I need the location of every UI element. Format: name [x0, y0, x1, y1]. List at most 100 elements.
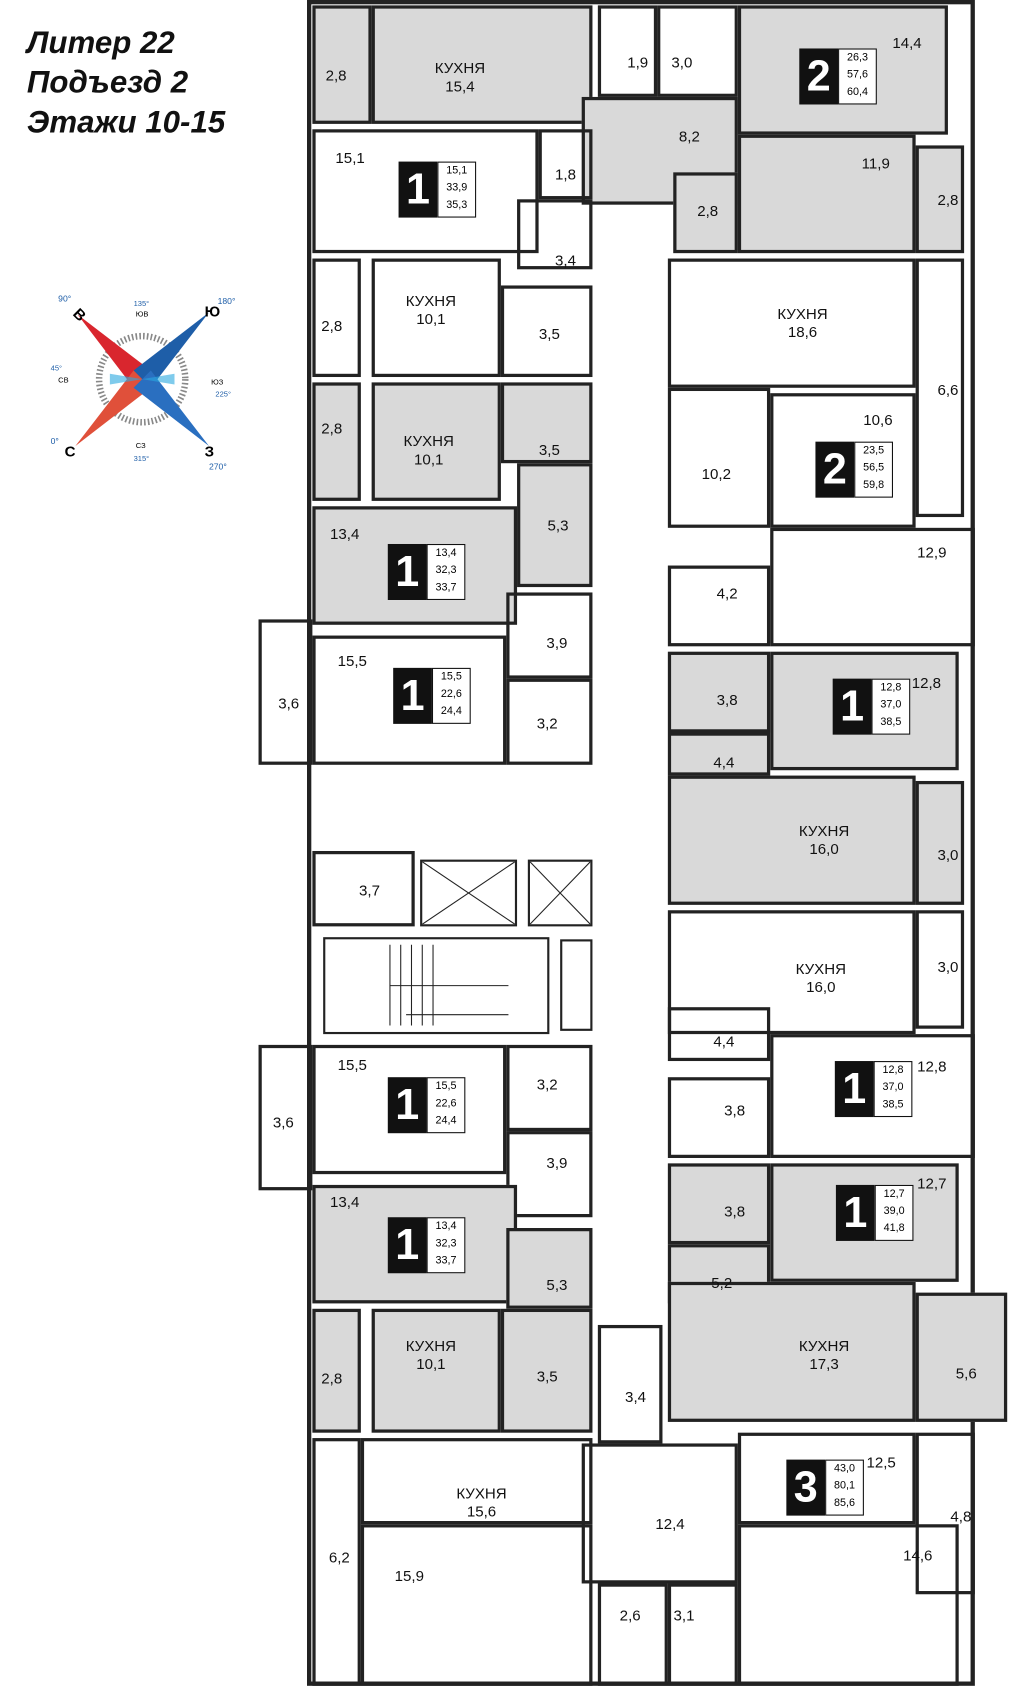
- room: [667, 910, 916, 1035]
- apartment-room-count: 1: [387, 1217, 427, 1274]
- room-area: 2,8: [937, 191, 959, 209]
- room-label: 6,2: [329, 1548, 350, 1566]
- room: [506, 592, 593, 679]
- room-area: 15,1: [335, 149, 365, 167]
- room: [597, 1583, 668, 1686]
- room: [506, 1044, 593, 1132]
- room-area: 4,4: [713, 753, 735, 771]
- room: [770, 1034, 975, 1158]
- apartment-area-value: 22,6: [435, 1097, 457, 1110]
- room: [915, 145, 965, 254]
- room-area: 3,0: [937, 846, 959, 864]
- room-label: 11,9: [862, 155, 890, 173]
- apartment-area-value: 23,5: [863, 444, 885, 457]
- room-label: 2,6: [620, 1607, 641, 1625]
- room-area: 15,5: [337, 652, 367, 670]
- room-label: 3,4: [625, 1388, 646, 1406]
- room-label: 13,4: [330, 1193, 359, 1211]
- room: [770, 393, 916, 528]
- room: [915, 258, 965, 518]
- room-label: 8,2: [679, 128, 700, 146]
- room: [371, 258, 501, 378]
- room-area: 5,3: [546, 1275, 568, 1294]
- room-area: 12,7: [917, 1174, 947, 1192]
- room: [673, 172, 738, 254]
- room-label: 3,5: [537, 1368, 558, 1386]
- compass-minor: СВ: [58, 375, 68, 384]
- room-label: 4,8: [950, 1508, 971, 1526]
- room-label: 2,8: [321, 1370, 342, 1388]
- apartment-area-value: 15,1: [446, 164, 468, 177]
- room: [360, 1524, 593, 1686]
- room-area: 5,6: [955, 1364, 977, 1382]
- apartment-area-value: 26,3: [846, 51, 868, 64]
- apartment-area-value: 33,9: [446, 182, 468, 194]
- room-area: 17,3: [809, 1355, 839, 1373]
- room: [667, 1583, 738, 1686]
- apartment-area-value: 24,4: [435, 1114, 457, 1127]
- room-area: 6,2: [328, 1548, 350, 1566]
- room: [915, 1432, 975, 1595]
- room-label: 6,6: [937, 381, 958, 399]
- room: [312, 129, 539, 254]
- apartment-areas: 15,1 33,9 35,3: [437, 161, 477, 218]
- room: [312, 1044, 507, 1175]
- room-area: 3,1: [673, 1606, 695, 1624]
- apartment-area-value: 13,4: [435, 1220, 457, 1233]
- apartment-room-count: 1: [387, 543, 427, 601]
- room: [506, 1131, 593, 1218]
- room-label: 3,0: [671, 53, 692, 71]
- room-area: 1,8: [555, 165, 577, 183]
- room-label: 15,5: [338, 1056, 367, 1074]
- room-label: 13,4: [330, 525, 359, 543]
- room: [667, 387, 771, 528]
- apartment-area-value: 43,0: [834, 1462, 856, 1475]
- room: [657, 5, 738, 97]
- room-area: 3,6: [272, 1113, 294, 1131]
- room: [360, 1438, 593, 1525]
- room-area: 14,4: [892, 33, 922, 52]
- entrance-number: Подъезд 2: [26, 65, 189, 101]
- apartment-area-value: 35,3: [446, 199, 468, 212]
- room: [667, 565, 771, 647]
- room-label: 2,8: [697, 202, 718, 220]
- staircase-icon: [323, 937, 550, 1035]
- room-name: КУХНЯ: [405, 1336, 457, 1355]
- room-label: 12,8: [912, 674, 941, 692]
- compass-degree: 270°: [209, 462, 227, 472]
- room-area: 3,0: [671, 53, 693, 71]
- compass-degree: 180°: [218, 296, 236, 306]
- room: [517, 463, 593, 588]
- apartment-area-value: 12,8: [880, 681, 902, 694]
- apartment-room-count: 1: [387, 1077, 427, 1134]
- room: [737, 1432, 916, 1525]
- room-label: 3,0: [937, 846, 958, 864]
- room: [667, 258, 916, 388]
- room-label: 14,6: [903, 1546, 932, 1564]
- apartment-area-value: 32,3: [435, 564, 457, 577]
- room-label: 14,4: [892, 34, 921, 52]
- room-label: 3,1: [674, 1607, 695, 1625]
- room-label: 15,9: [395, 1567, 424, 1585]
- room: [506, 678, 593, 765]
- room-label: 5,3: [548, 517, 569, 535]
- room: [667, 732, 771, 776]
- room-area: 12,8: [911, 673, 942, 692]
- apartment-area-value: 60,4: [846, 86, 868, 99]
